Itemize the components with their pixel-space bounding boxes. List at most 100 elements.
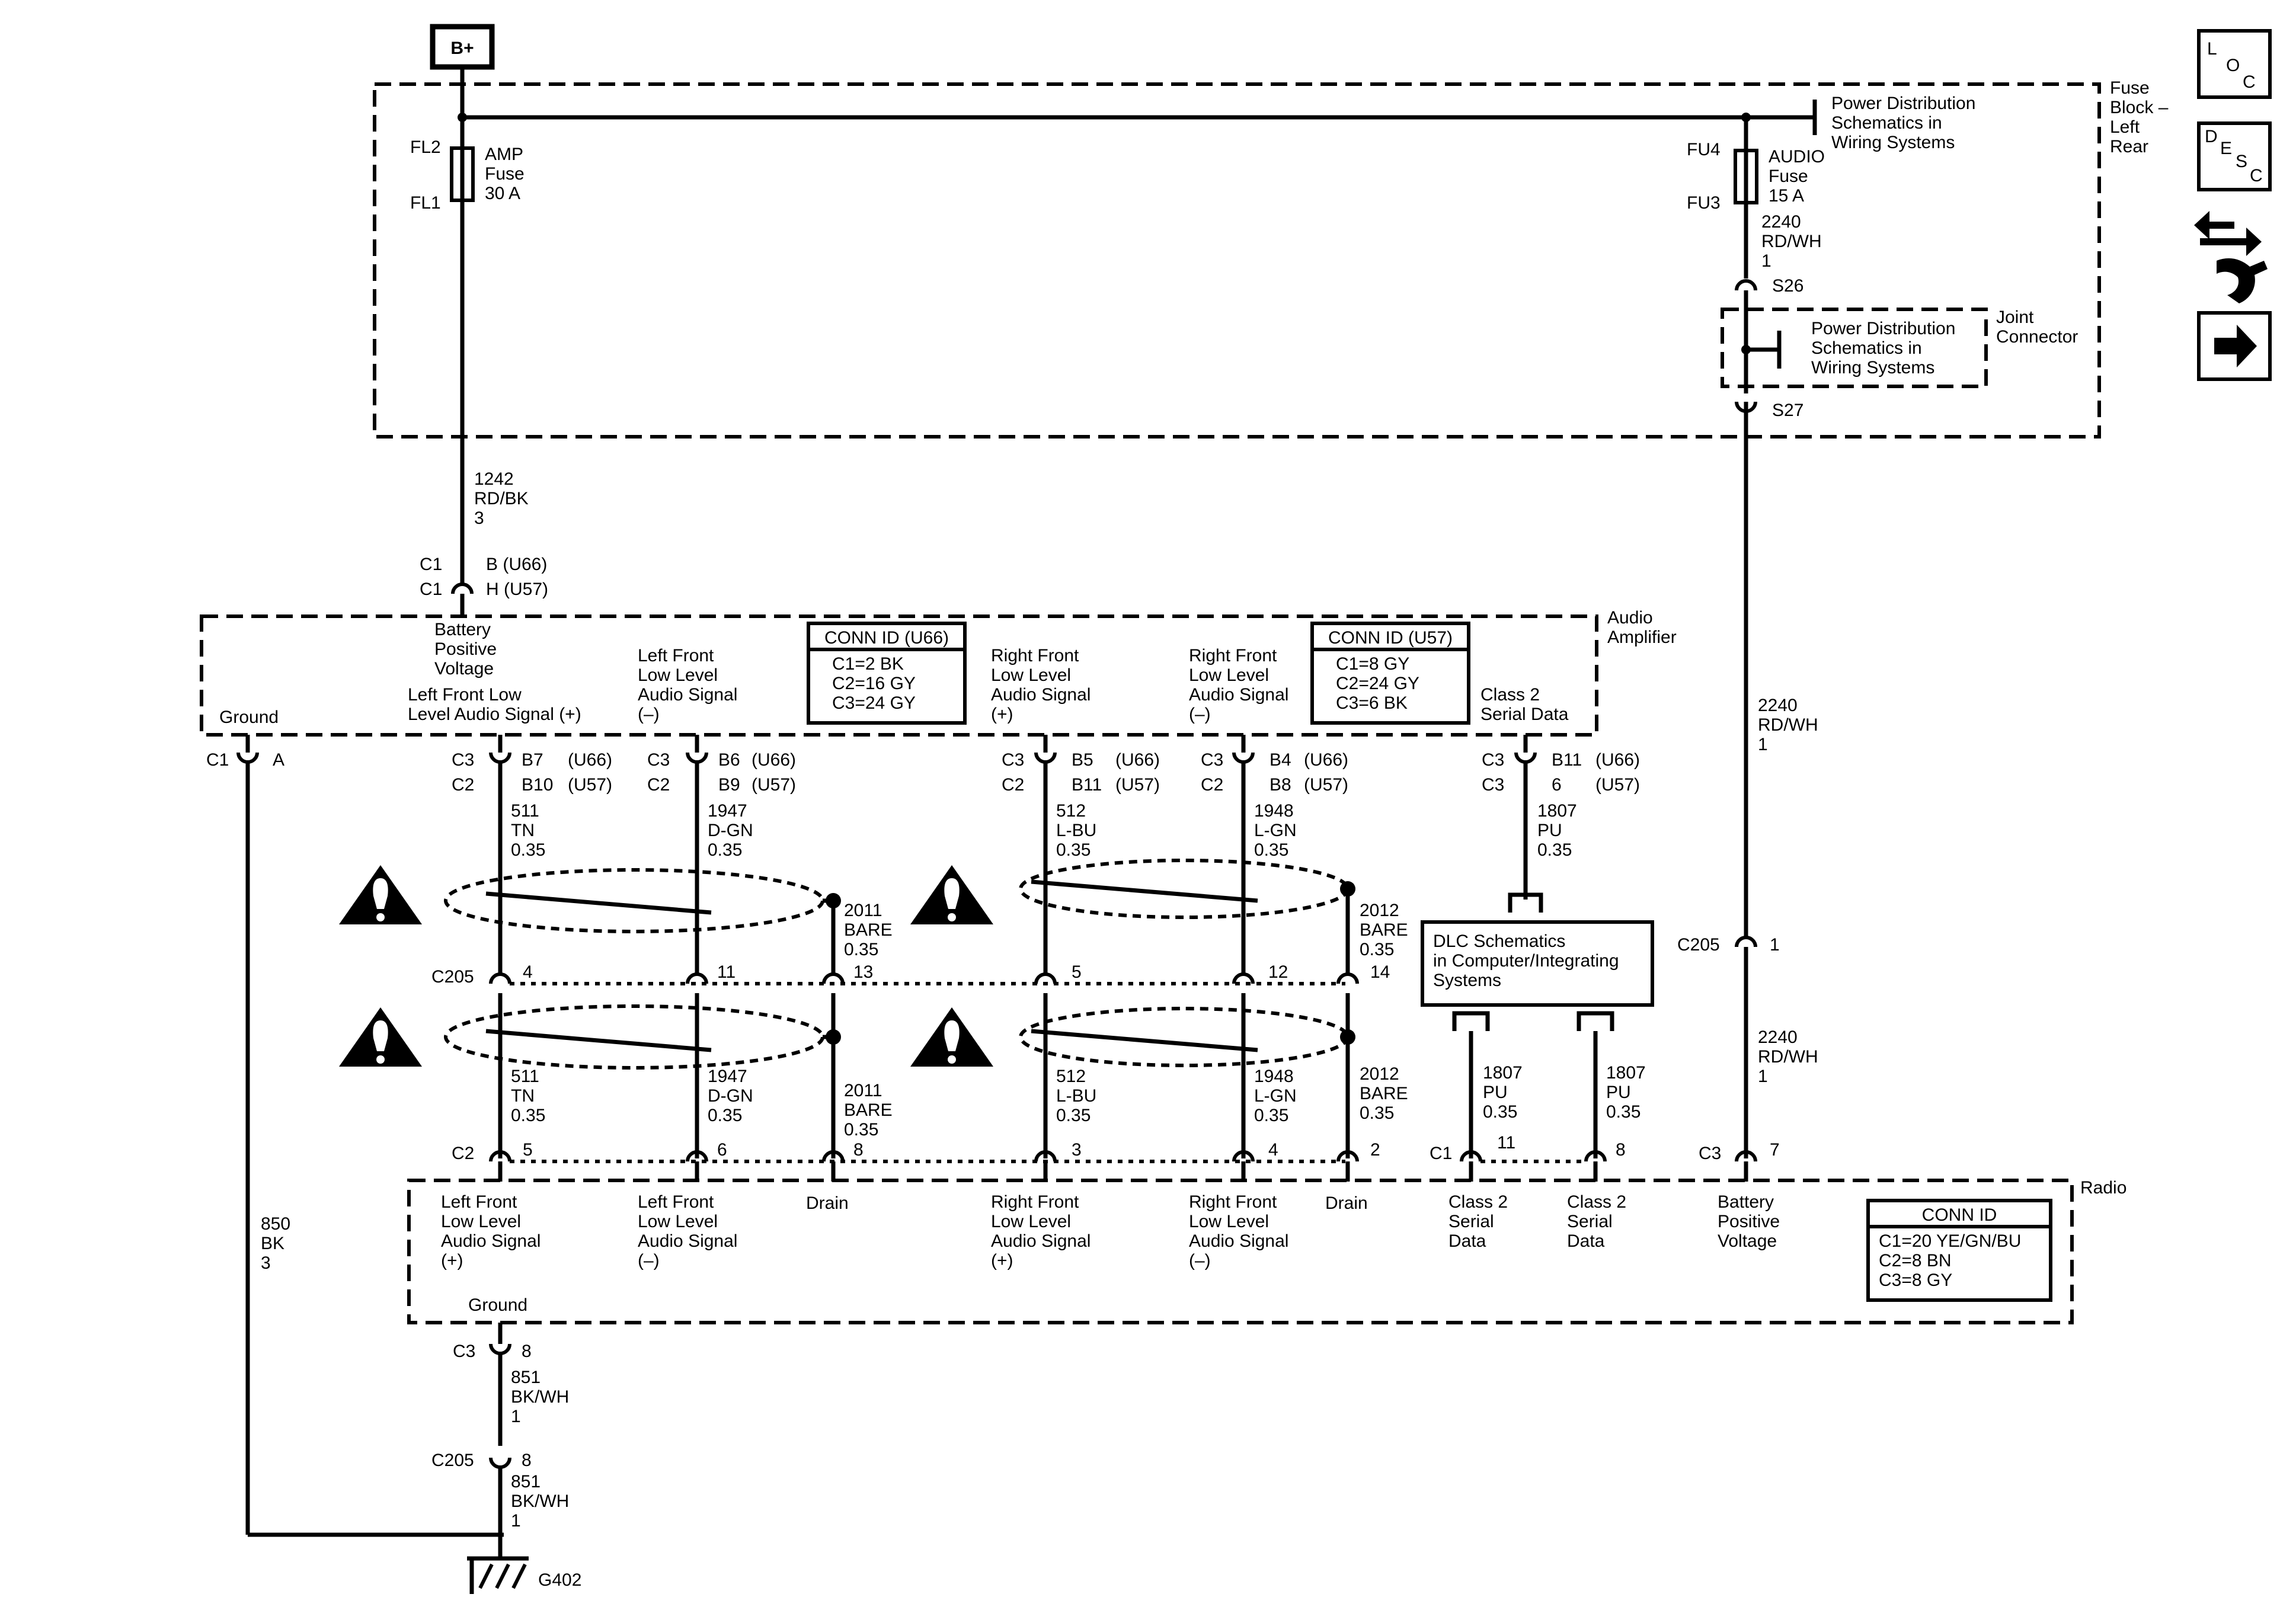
svg-text:Low Level: Low Level [1189, 665, 1269, 685]
svg-text:BARE: BARE [844, 1100, 893, 1120]
svg-text:2240: 2240 [1761, 212, 1801, 232]
svg-text:5: 5 [1072, 962, 1082, 982]
svg-text:Low Level: Low Level [991, 665, 1071, 685]
svg-text:C3: C3 [647, 750, 670, 770]
svg-text:Audio Signal: Audio Signal [991, 1231, 1091, 1251]
joint-connector-outline [1721, 308, 1988, 388]
svg-text:Audio: Audio [1607, 608, 1653, 628]
svg-text:PU: PU [1606, 1083, 1631, 1102]
amp-rf-pos-label: Right Front Low Level Audio Signal (+) [991, 646, 1091, 724]
dlc-box[interactable] [1421, 920, 1654, 1007]
svg-text:(U57): (U57) [1115, 775, 1160, 795]
radio-pins: 5 6 8 3 4 2 11 8 7 [489, 1133, 1780, 1162]
svg-text:0.35: 0.35 [1606, 1102, 1641, 1122]
upper-wire-1948: 1948 L-GN 0.35 [1254, 801, 1297, 860]
shield-lower-right [1019, 1007, 1355, 1067]
fuse-block-outline [373, 82, 2101, 438]
svg-text:1: 1 [511, 1511, 521, 1531]
svg-text:(–): (–) [638, 1251, 660, 1270]
radio-ground-c205: C205 [431, 1451, 474, 1470]
svg-text:Audio Signal: Audio Signal [991, 685, 1091, 705]
svg-text:C1: C1 [420, 555, 442, 574]
svg-text:C2=8 BN: C2=8 BN [1879, 1251, 1952, 1270]
svg-text:L-BU: L-BU [1056, 821, 1096, 840]
loc-icon[interactable]: L O C [2197, 29, 2272, 99]
diagnostic-tool-icon[interactable] [2194, 211, 2268, 303]
svg-text:1: 1 [1758, 1067, 1768, 1086]
svg-text:BK/WH: BK/WH [511, 1387, 569, 1407]
svg-text:13: 13 [853, 962, 873, 982]
svg-text:Class 2: Class 2 [1448, 1192, 1508, 1212]
svg-text:Battery: Battery [1718, 1192, 1774, 1212]
svg-text:(U66): (U66) [568, 750, 612, 770]
battery-positive-label: B+ [450, 39, 474, 58]
audio-fuse-pin-top: FU4 [1687, 140, 1721, 159]
svg-text:(U66): (U66) [1304, 750, 1348, 770]
upper-wire-1947: 1947 D-GN 0.35 [708, 801, 753, 860]
svg-text:(+): (+) [991, 1251, 1013, 1270]
svg-text:B7: B7 [522, 750, 543, 770]
lower-wire-1948: 1948 L-GN 0.35 [1254, 1067, 1297, 1125]
lower-wire-2012: 2012 BARE 0.35 [1360, 1064, 1408, 1123]
svg-text:Low Level: Low Level [991, 1212, 1071, 1231]
svg-text:512: 512 [1056, 801, 1086, 821]
desc-icon[interactable]: D E S C [2197, 121, 2272, 191]
svg-text:Right Front: Right Front [991, 1192, 1079, 1212]
svg-text:C2=16 GY: C2=16 GY [832, 674, 916, 693]
svg-text:1807: 1807 [1483, 1063, 1523, 1083]
svg-text:Left: Left [2110, 117, 2140, 137]
amp-pin-lf-pos: C3 B7 (U66) C2 B10 (U57) [452, 750, 612, 795]
svg-text:Audio Signal: Audio Signal [441, 1231, 541, 1251]
amp-feed-connector: C1 B (U66) C1 H (U57) [420, 555, 548, 599]
svg-text:S: S [2236, 152, 2247, 171]
svg-text:Audio Signal: Audio Signal [1189, 1231, 1288, 1251]
svg-text:0.35: 0.35 [708, 840, 742, 860]
svg-text:CONN ID (U66): CONN ID (U66) [824, 628, 949, 648]
svg-text:1242: 1242 [474, 469, 514, 489]
svg-text:TN: TN [511, 1086, 535, 1106]
svg-text:1948: 1948 [1254, 1067, 1294, 1086]
svg-text:L: L [2207, 39, 2217, 59]
fuse-block-title: Fuse Block – Left Rear [2110, 78, 2169, 156]
svg-text:14: 14 [1370, 962, 1390, 982]
svg-text:AMP: AMP [485, 145, 523, 164]
svg-text:Voltage: Voltage [1718, 1231, 1777, 1251]
svg-text:Low Level: Low Level [638, 665, 718, 685]
svg-text:Data: Data [1448, 1231, 1486, 1251]
svg-text:in Computer/Integrating: in Computer/Integrating [1433, 951, 1619, 971]
svg-text:H (U57): H (U57) [486, 580, 548, 599]
svg-text:Fuse: Fuse [2110, 78, 2150, 98]
svg-text:511: 511 [511, 801, 539, 821]
amp-pin-lf-neg: C3 B6 (U66) C2 B9 (U57) [647, 750, 796, 795]
c205-pins: 4 11 13 5 12 14 [489, 962, 1390, 984]
svg-text:Block –: Block – [2110, 98, 2169, 117]
svg-text:C1=8 GY: C1=8 GY [1336, 654, 1409, 674]
svg-text:PU: PU [1483, 1083, 1508, 1102]
audio-wire-mid: 2240 RD/WH 1 [1758, 696, 1818, 754]
next-arrow-icon[interactable] [2197, 311, 2272, 381]
warning-icon [910, 1007, 993, 1067]
svg-text:0.35: 0.35 [844, 940, 878, 959]
shield-upper-right [1019, 859, 1355, 919]
lower-wire-2011: 2011 BARE 0.35 [844, 1081, 893, 1140]
svg-text:Left Front: Left Front [638, 1192, 714, 1212]
svg-text:2012: 2012 [1360, 901, 1399, 920]
svg-text:D-GN: D-GN [708, 1086, 753, 1106]
dlc-box-label: DLC Schematics in Computer/Integrating S… [1433, 932, 1619, 990]
ground-wire-label: 850 BK 3 [261, 1214, 290, 1273]
upper-wire-2011: 2011 BARE 0.35 [844, 901, 893, 959]
svg-text:0.35: 0.35 [1254, 1106, 1288, 1125]
svg-text:C3: C3 [452, 750, 474, 770]
amp-rf-neg-label: Right Front Low Level Audio Signal (–) [1189, 646, 1288, 724]
svg-text:L-GN: L-GN [1254, 1086, 1297, 1106]
svg-text:BARE: BARE [844, 920, 893, 940]
radio-rf-pos-label: Right Front Low Level Audio Signal (+) [991, 1192, 1091, 1270]
svg-text:Schematics in: Schematics in [1811, 338, 1922, 358]
radio-lf-neg-label: Left Front Low Level Audio Signal (–) [638, 1192, 737, 1270]
c205-label: C205 [431, 967, 474, 987]
svg-text:Amplifier: Amplifier [1607, 628, 1677, 647]
amp-battery-label: Battery Positive Voltage [434, 620, 497, 678]
svg-text:850: 850 [261, 1214, 290, 1234]
svg-text:Audio Signal: Audio Signal [638, 685, 737, 705]
svg-text:BARE: BARE [1360, 1084, 1408, 1103]
